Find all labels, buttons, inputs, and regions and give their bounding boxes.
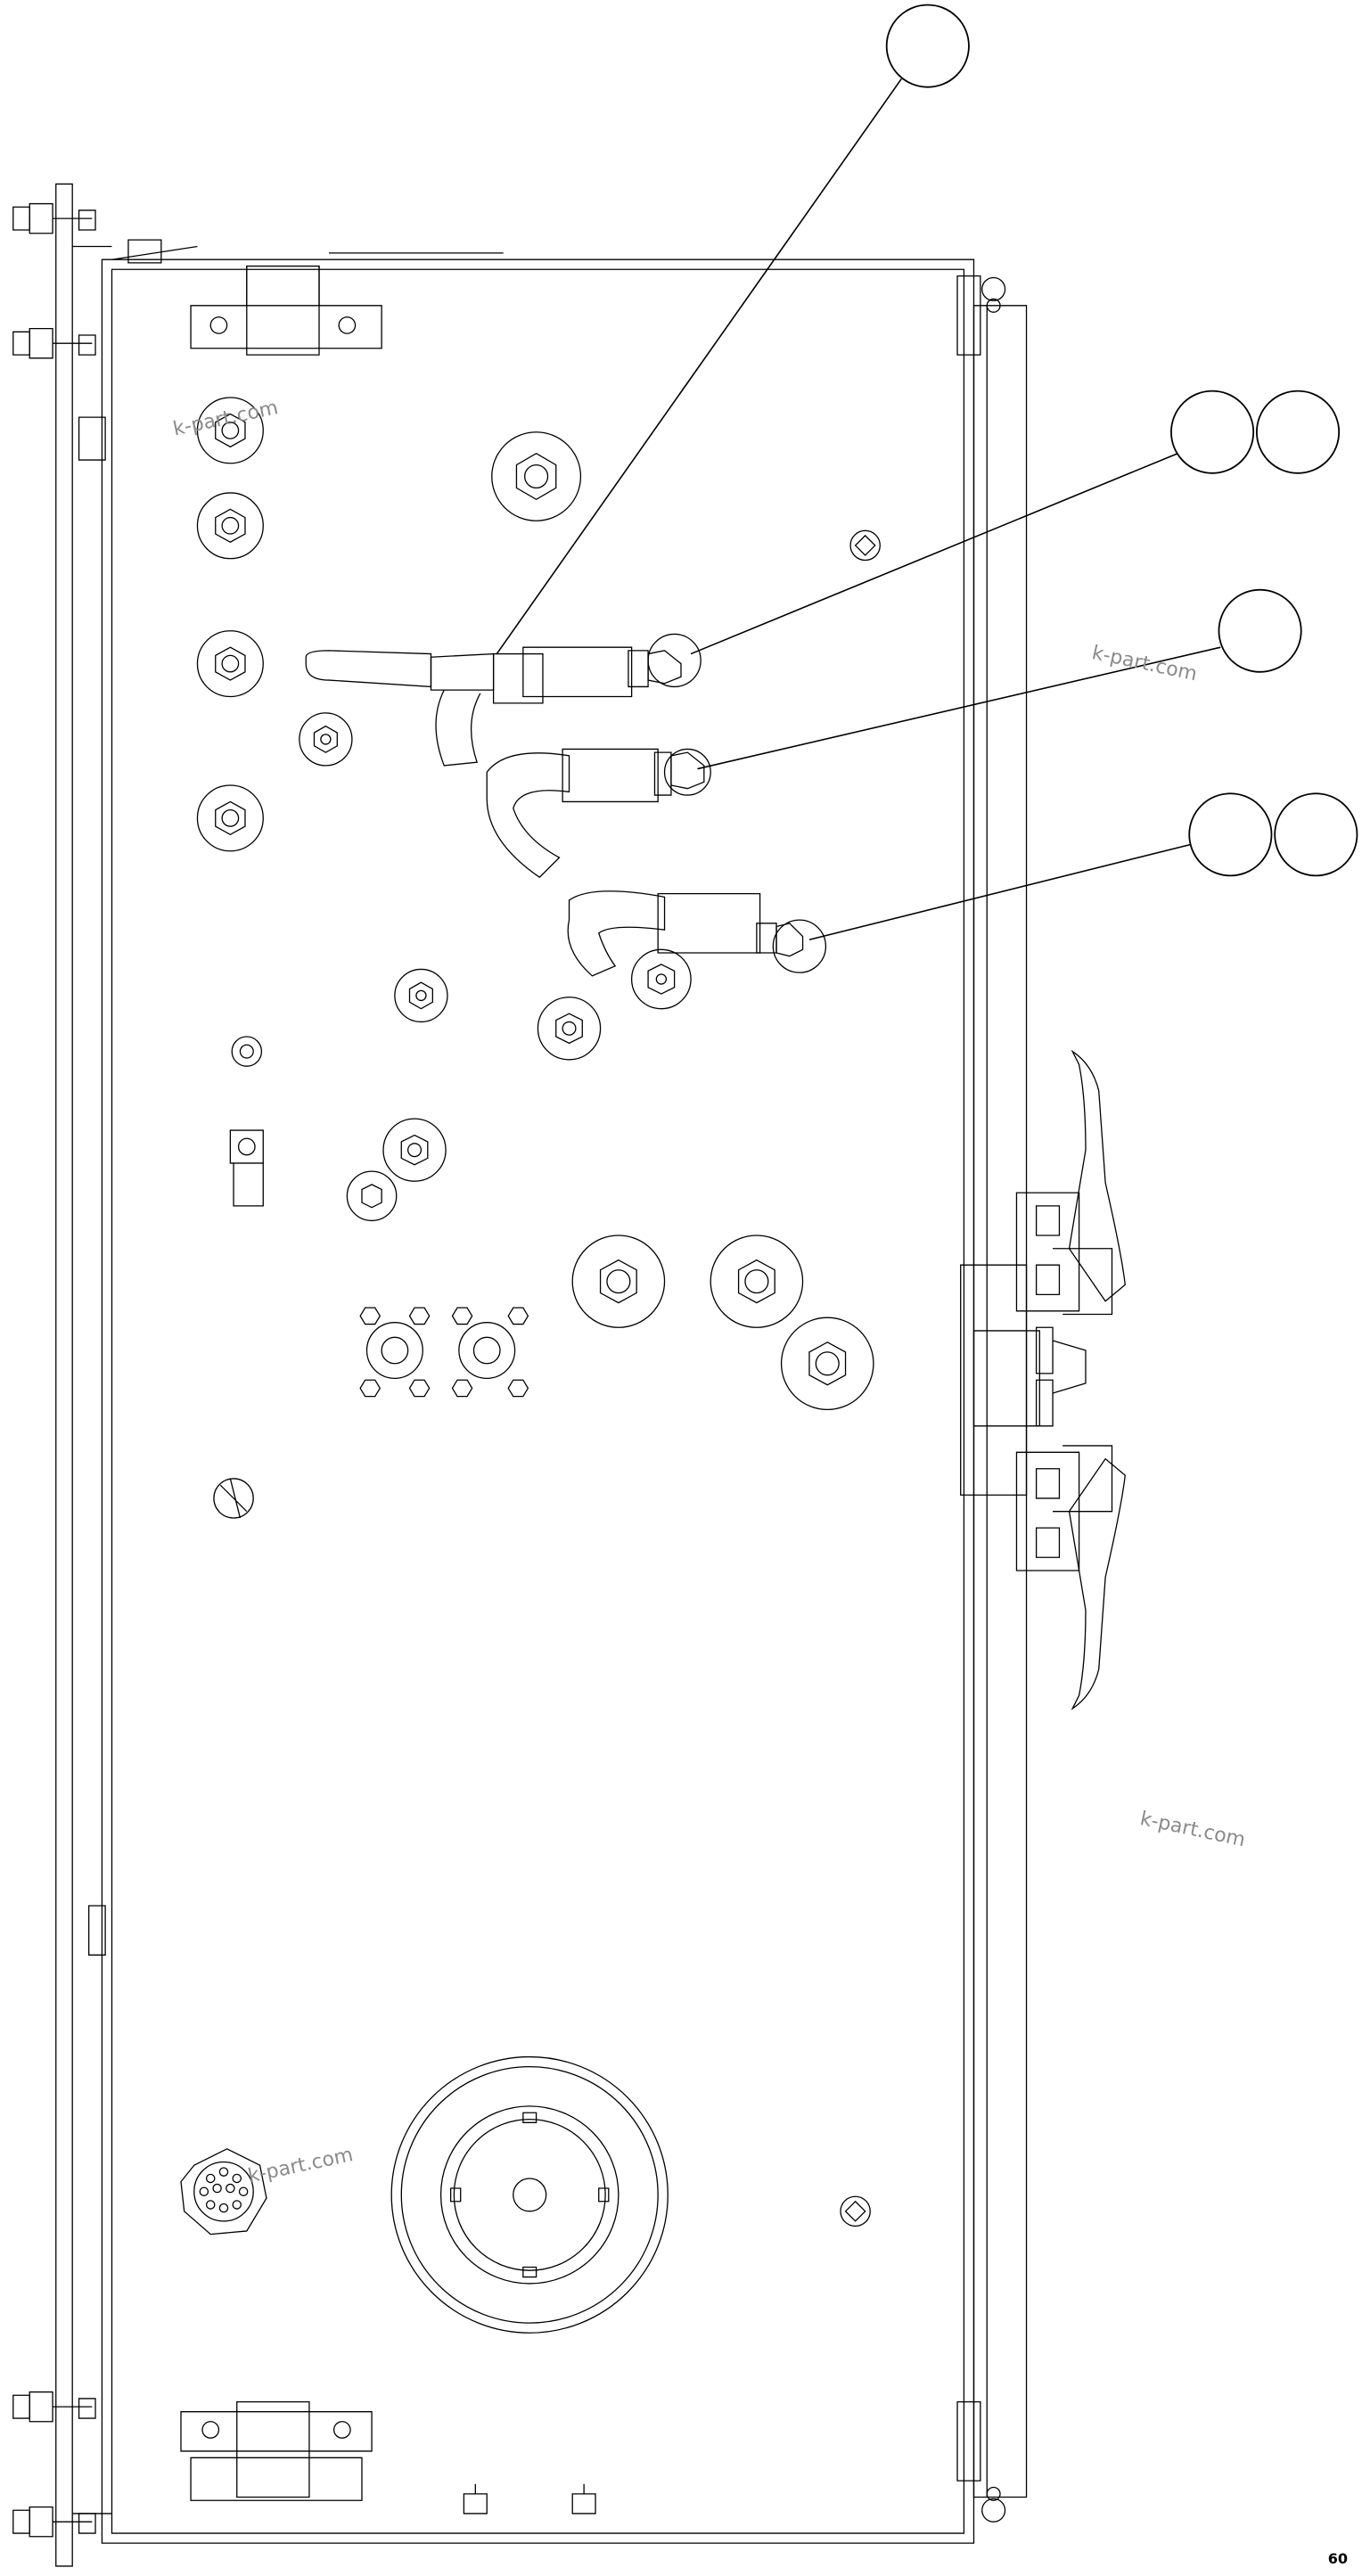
callout-balloon	[887, 5, 1358, 876]
hose-1	[306, 634, 701, 765]
quad-mount-fitting	[452, 1308, 528, 1397]
hinge-pin-top	[982, 277, 1005, 312]
bulkhead-nut	[197, 493, 263, 559]
plug-fitting	[232, 1037, 261, 1066]
bulkhead-nut-large	[710, 1235, 802, 1327]
flange-bolt-bottom-2	[13, 2507, 95, 2537]
bulkhead-nut	[299, 713, 352, 766]
flange-bolt-top-1	[13, 204, 95, 234]
grommet	[214, 1479, 253, 1518]
hose-3	[568, 891, 825, 976]
hinge-pin-bottom	[982, 2487, 1005, 2522]
bulkhead-nut-large	[782, 1317, 874, 1409]
elbow-fitting	[230, 1130, 263, 1206]
lifting-bracket-bottom	[181, 2402, 372, 2501]
bulkhead-nut	[632, 949, 691, 1008]
mounting-flange	[56, 184, 112, 2566]
bulkhead-nut	[197, 631, 263, 697]
access-cover	[391, 2057, 668, 2334]
bulkhead-nut	[197, 398, 263, 464]
bottom-bolt	[572, 2484, 595, 2514]
latch-center-block	[961, 1265, 1086, 1495]
page-marker: 60	[1327, 2550, 1348, 2567]
hose-2	[487, 749, 710, 877]
lifting-bracket-top	[191, 267, 382, 356]
bulkhead-nut	[383, 1119, 446, 1181]
diamond-plug	[850, 530, 880, 560]
bulkhead-nut	[537, 997, 600, 1060]
bulkhead-nut	[347, 1171, 396, 1220]
bulkhead-nut-large	[572, 1235, 664, 1327]
flange-bolt-top-2	[13, 329, 95, 358]
bulkhead-nut	[395, 969, 447, 1021]
door-latch-upper	[1016, 1052, 1125, 1315]
bulkhead-nut-large	[492, 432, 581, 521]
door-latch-lower	[1016, 1446, 1125, 1709]
bulkhead-nut	[197, 785, 263, 851]
quad-mount-fitting	[360, 1308, 430, 1397]
door-frame	[957, 276, 1027, 2498]
diamond-plug	[841, 2196, 870, 2226]
flange-bolt-bottom-1	[13, 2392, 95, 2422]
bottom-bolt	[464, 2484, 487, 2514]
leader-lines	[496, 78, 1220, 939]
multi-pin-connector	[181, 2149, 267, 2235]
